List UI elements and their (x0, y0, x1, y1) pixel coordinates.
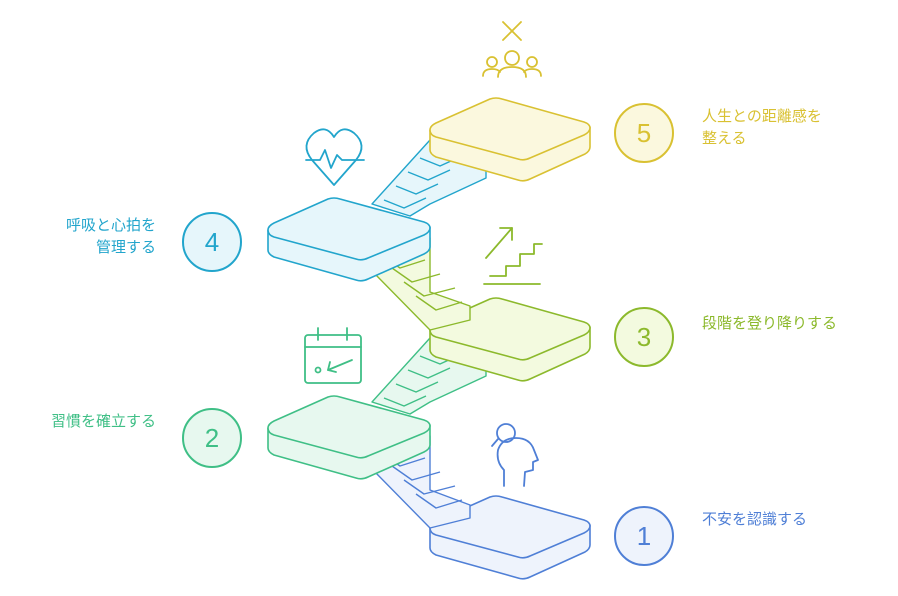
step-4-number-badge: 4 (182, 212, 242, 272)
step-3-number-badge: 3 (614, 307, 674, 367)
heart-pulse-icon (305, 128, 365, 186)
step-5-platform (429, 97, 591, 182)
step-1-number-badge: 1 (614, 506, 674, 566)
step-1-platform (429, 495, 591, 580)
calendar-icon (304, 327, 362, 384)
svg-text:2: 2 (205, 423, 219, 453)
person-search-icon (491, 423, 539, 487)
step-3-label: 段階を登り降りする (702, 314, 838, 332)
step-5-label: 人生との距離感を 整える (702, 107, 822, 147)
step-2-platform (267, 395, 431, 480)
step-5-number-badge: 5 (614, 103, 674, 163)
group-cross-icon (482, 21, 542, 78)
svg-text:1: 1 (637, 521, 651, 551)
step-4-platform (267, 197, 431, 282)
svg-text:4: 4 (205, 227, 219, 257)
stairs-up-icon (483, 227, 543, 285)
step-2-number-badge: 2 (182, 408, 242, 468)
step-2-label: 習慣を確立する (50, 412, 156, 430)
step-1-label: 不安を認識する (702, 510, 808, 528)
step-4-label: 呼吸と心拍を 管理する (65, 216, 156, 256)
svg-text:5: 5 (637, 118, 651, 148)
svg-text:3: 3 (637, 322, 651, 352)
